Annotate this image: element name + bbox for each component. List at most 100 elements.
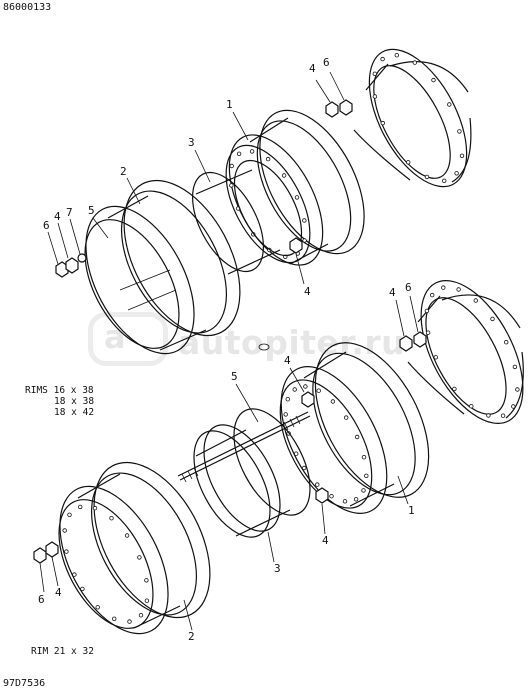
lower-rim2-bolt-hole: [64, 549, 69, 554]
callout-upper-5: 5: [88, 204, 95, 217]
callout-upper-2: 2: [120, 165, 127, 178]
upper-hub-bolt-hole: [394, 53, 399, 58]
upper-hub-bolt-hole: [380, 56, 385, 62]
upper-rim-bolt-hole: [236, 151, 242, 156]
lower-hub-bolt-hole: [500, 413, 506, 418]
upper-hub-bolt-hole: [442, 178, 447, 183]
lower-rim-part-1: [279, 342, 430, 514]
lower-hub-bolt-hole: [425, 330, 431, 335]
lower-rim2-bolt-hole: [80, 586, 85, 592]
note-rim-single: RIM 21 x 32: [31, 646, 94, 657]
lower-rim2-bolt-hole: [138, 613, 144, 618]
lower-rim-bolt-hole: [294, 451, 299, 456]
lower-hub: [407, 280, 524, 424]
lower-hub-bolt-hole: [433, 355, 438, 360]
lower-rim-bolt-hole: [361, 488, 366, 493]
lower-rim-bolt-hole: [330, 399, 336, 404]
lower-hub-bolt-hole: [456, 287, 461, 292]
lower-hub-bolt-hole: [469, 404, 474, 409]
callout-lower-6a: 6: [405, 281, 412, 294]
lower-rim2-bolt-hole: [67, 512, 72, 517]
callout-lower-1: 1: [408, 504, 415, 517]
upper-rim-bolt-hole: [302, 218, 307, 223]
lower-rim2-bolt-hole: [144, 598, 150, 603]
lower-fasteners: [33, 331, 427, 564]
callout-lower-4c: 4: [322, 534, 329, 547]
upper-hub: [353, 48, 472, 188]
lower-rim2-bolt-hole: [72, 572, 77, 577]
lower-rim2-bolt-hole: [127, 619, 132, 624]
lower-rim-bolt-hole: [354, 434, 360, 440]
callout-lower-3: 3: [274, 562, 281, 575]
lower-rim2-bolt-hole: [62, 528, 67, 533]
lower-hub-bolt-hole: [452, 386, 457, 392]
upper-rim-bolt-hole: [294, 195, 300, 200]
upper-rim-part-1: [225, 109, 365, 266]
upper-fasteners: [55, 99, 353, 278]
lower-rim-bolt-hole: [315, 482, 320, 487]
lower-rim2-bolt-hole: [111, 616, 117, 621]
callout-upper-6b: 6: [43, 219, 50, 232]
watermark-badge: [88, 312, 168, 366]
callout-lower-5: 5: [231, 370, 238, 383]
upper-band-part-3: [191, 159, 303, 275]
lower-rim-bolt-hole: [329, 494, 334, 499]
note-rims-line3: 18 x 42: [54, 407, 95, 418]
upper-hub-bolt-hole: [406, 160, 411, 165]
lower-rim2-bolt-hole: [124, 533, 130, 538]
upper-hub-bolt-hole: [447, 102, 452, 107]
callout-upper-3: 3: [188, 136, 195, 149]
upper-hub-bolt-hole: [372, 94, 378, 99]
lower-stud-part-5: [177, 411, 311, 483]
upper-rim-bolt-hole: [281, 173, 287, 178]
lower-rim-bolt-hole: [302, 465, 307, 471]
upper-hub-bolt-hole: [457, 129, 462, 134]
lower-rim-bolt-hole: [361, 455, 367, 460]
lower-hub-bolt-hole: [441, 285, 446, 290]
callout-upper-7: 7: [66, 206, 73, 219]
lower-leader-lines: [39, 295, 419, 631]
callout-upper-4b: 4: [54, 210, 61, 223]
upper-rim-bolt-hole: [302, 238, 307, 243]
upper-rim-bolt-hole: [229, 163, 234, 169]
lower-band-part-3: [193, 408, 311, 538]
upper-rim-bolt-hole: [249, 149, 255, 154]
lower-rim2-bolt-hole: [137, 555, 142, 560]
callout-upper-6a: 6: [323, 56, 330, 69]
lower-rim2-bolt-hole: [144, 578, 149, 583]
lower-hub-bolt-hole: [511, 404, 516, 409]
watermark-text: autopiter.ru: [178, 323, 406, 362]
lower-rim-bolt-hole: [292, 387, 297, 392]
lower-rim-bolt-hole: [364, 473, 369, 478]
lower-hub-bolt-hole: [424, 308, 430, 314]
lower-rim-bolt-hole: [316, 388, 321, 393]
upper-hub-bolt-hole: [459, 153, 465, 158]
upper-hub-bolt-hole: [412, 60, 417, 65]
lower-rim2-bolt-hole: [92, 505, 98, 511]
upper-leader-lines: [47, 71, 345, 285]
upper-hub-bolt-hole: [372, 71, 377, 76]
note-rims-line1: RIMS 16 x 38: [25, 385, 94, 396]
lower-hub-bolt-hole: [430, 292, 435, 298]
callout-upper-4c: 4: [304, 285, 311, 298]
lower-rim2-bolt-hole: [77, 504, 83, 510]
lower-hub-bolt-hole: [515, 387, 520, 392]
lower-rim2-bolt-hole: [109, 516, 114, 521]
upper-rim-bolt-hole: [229, 183, 234, 188]
callout-lower-4b: 4: [284, 354, 291, 367]
upper-rim-part-2: [84, 179, 241, 355]
lower-rim-bolt-hole: [303, 384, 308, 389]
lower-hub-bolt-hole: [486, 413, 491, 418]
upper-hub-bolt-hole: [454, 171, 459, 176]
drawing-number-top: 86000133: [3, 2, 52, 13]
lower-hub-bolt-hole: [473, 298, 478, 303]
upper-rim-bolt-hole: [265, 156, 271, 162]
lower-rim-part-2: [58, 461, 211, 635]
note-rims-line2: 18 x 38: [54, 396, 95, 407]
lower-rim-bolt-hole: [353, 497, 359, 502]
callout-lower-4d: 4: [55, 586, 62, 599]
lower-hub-bolt-hole: [512, 364, 518, 370]
lower-rim-bolt-hole: [285, 397, 290, 402]
